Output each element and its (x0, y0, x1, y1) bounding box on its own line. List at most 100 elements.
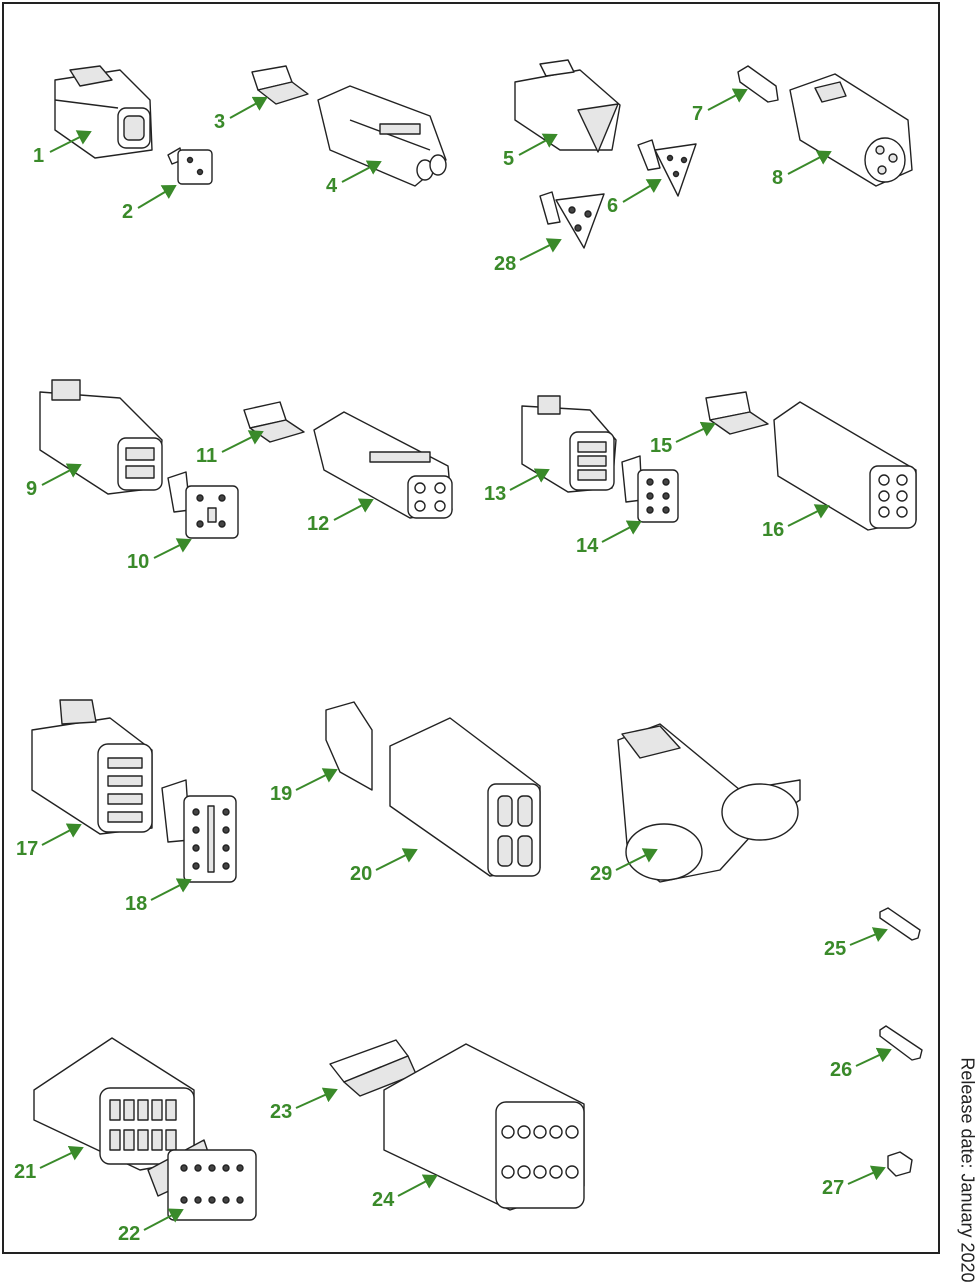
callout-7: 7 (692, 90, 746, 125)
callout-number-28: 28 (494, 253, 516, 275)
part-3-wedge-lock-plug-2pin (252, 66, 308, 104)
callout-number-7: 7 (692, 103, 703, 125)
release-date: Release date: January 2020 (957, 1060, 976, 1280)
callout-9: 9 (26, 465, 80, 500)
callout-leader-3 (230, 98, 266, 118)
part-26-socket-terminal (880, 1026, 922, 1060)
part-19-wedge-lock-plug-8pin (326, 702, 372, 790)
callout-leader-15 (676, 424, 714, 442)
callout-leader-8 (788, 152, 830, 174)
callout-22: 22 (118, 1210, 182, 1245)
callout-leader-19 (296, 770, 336, 790)
part-4-plug-2pin (318, 86, 446, 186)
callout-number-19: 19 (270, 783, 292, 805)
callout-1: 1 (33, 132, 90, 167)
callout-18: 18 (125, 880, 190, 915)
callout-number-10: 10 (127, 551, 149, 573)
callout-leader-20 (376, 850, 416, 870)
part-18-wedge-lock-8pin (162, 780, 236, 882)
callout-number-5: 5 (503, 148, 514, 170)
callout-21: 21 (14, 1148, 82, 1183)
callout-number-8: 8 (772, 167, 783, 189)
callout-number-23: 23 (270, 1101, 292, 1123)
callout-number-18: 18 (125, 893, 147, 915)
callout-leader-5 (519, 135, 556, 155)
callout-number-26: 26 (830, 1059, 852, 1081)
part-14-wedge-lock-6pin (622, 456, 678, 522)
callout-number-13: 13 (484, 483, 506, 505)
callout-number-17: 17 (16, 838, 38, 860)
part-21-receptacle-12pin (34, 1038, 194, 1170)
callout-28: 28 (494, 240, 560, 275)
callout-leader-17 (42, 825, 80, 845)
callout-leader-25 (850, 930, 886, 945)
callout-number-3: 3 (214, 111, 225, 133)
callout-16: 16 (762, 506, 828, 541)
callout-15: 15 (650, 424, 714, 457)
callout-leader-24 (398, 1176, 436, 1196)
part-13-receptacle-6pin (522, 396, 616, 492)
part-8-plug-3pin (790, 74, 912, 186)
callout-leader-27 (848, 1168, 884, 1184)
callout-14: 14 (576, 522, 640, 557)
callout-12: 12 (307, 500, 372, 535)
callout-leader-7 (708, 90, 746, 110)
callout-leader-14 (602, 522, 640, 542)
callout-leader-4 (342, 162, 380, 182)
callout-number-2: 2 (122, 201, 133, 223)
callout-leader-10 (154, 540, 190, 558)
part-5-receptacle-3pin (515, 60, 620, 152)
part-1-receptacle-2pin (55, 66, 152, 158)
callout-5: 5 (503, 135, 556, 170)
callout-leader-13 (510, 470, 548, 490)
callout-3: 3 (214, 98, 266, 133)
callout-leader-9 (42, 465, 80, 485)
part-12-plug-4pin (314, 412, 452, 518)
callout-number-9: 9 (26, 478, 37, 500)
callout-8: 8 (772, 152, 830, 189)
part-27-sealing-plug (888, 1152, 912, 1176)
callout-19: 19 (270, 770, 336, 805)
part-29-dual-holder (618, 724, 800, 882)
callout-leader-21 (40, 1148, 82, 1168)
callout-25: 25 (824, 930, 886, 960)
callout-leader-6 (623, 180, 660, 202)
callout-number-20: 20 (350, 863, 372, 885)
callout-leader-23 (296, 1090, 336, 1108)
release-date-text: Release date: January 2020 (957, 1057, 976, 1282)
callout-number-29: 29 (590, 863, 612, 885)
callout-number-25: 25 (824, 938, 846, 960)
callout-leader-18 (151, 880, 190, 900)
callout-leader-16 (788, 506, 828, 526)
callout-leader-28 (520, 240, 560, 260)
callout-11: 11 (196, 432, 262, 467)
callout-number-24: 24 (372, 1189, 395, 1211)
callout-4: 4 (326, 162, 380, 197)
callout-leader-11 (222, 432, 262, 452)
callout-number-21: 21 (14, 1161, 36, 1183)
callout-number-11: 11 (196, 445, 217, 467)
callout-10: 10 (127, 540, 190, 573)
callout-2: 2 (122, 186, 175, 223)
callout-24: 24 (372, 1176, 436, 1211)
callout-number-27: 27 (822, 1177, 844, 1199)
callout-26: 26 (830, 1050, 890, 1081)
callout-number-16: 16 (762, 519, 784, 541)
callout-number-22: 22 (118, 1223, 140, 1245)
part-10-wedge-lock-4pin (168, 472, 238, 538)
callout-number-14: 14 (576, 535, 599, 557)
callout-leader-12 (334, 500, 372, 520)
part-15-wedge-lock-plug-6pin (706, 392, 768, 434)
callout-23: 23 (270, 1090, 336, 1123)
callout-number-6: 6 (607, 195, 618, 217)
callout-leader-2 (138, 186, 175, 208)
callout-number-12: 12 (307, 513, 329, 535)
callout-leader-26 (856, 1050, 890, 1066)
part-16-plug-6pin (774, 402, 916, 530)
callout-number-1: 1 (33, 145, 44, 167)
part-17-receptacle-8pin (32, 700, 152, 834)
callout-20: 20 (350, 850, 416, 885)
callout-number-15: 15 (650, 435, 672, 457)
callout-6: 6 (607, 180, 660, 217)
part-28-wedge-lock-3pin-alt (540, 192, 604, 248)
